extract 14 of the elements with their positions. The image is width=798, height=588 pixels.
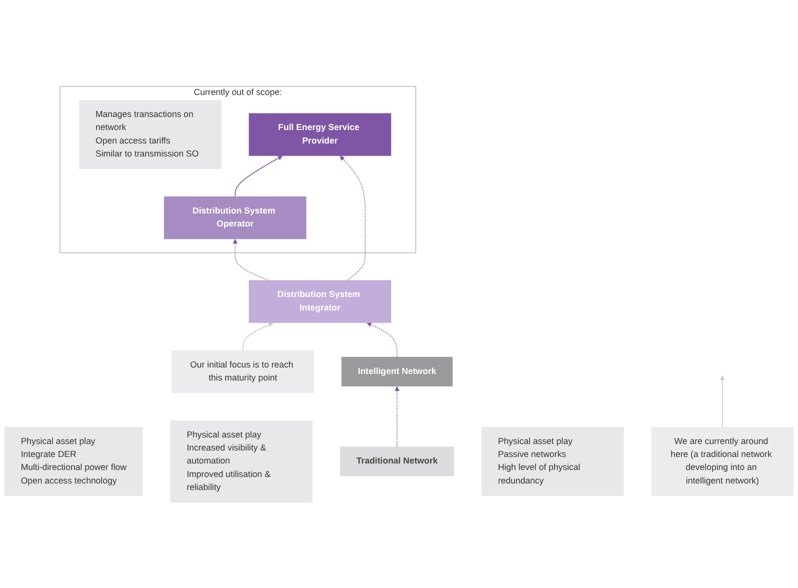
arrow (720, 375, 725, 427)
arrow (242, 322, 274, 350)
arrow (340, 155, 366, 280)
node-box: Full Energy Service Provider (248, 112, 392, 156)
arrow (366, 322, 398, 357)
node-box: Distribution System Operator (164, 196, 306, 239)
node-box: Distribution System Integrator (248, 280, 392, 322)
arrow (234, 155, 283, 196)
arrow (394, 386, 400, 447)
node-box: Traditional Network (340, 446, 454, 476)
node-box: Intelligent Network (341, 356, 453, 386)
node-box: We are currently around here (a traditional network developing into an intelligent network) (651, 426, 794, 496)
node-box: Our initial focus is to reach this maturity point (172, 350, 314, 393)
arrow (232, 238, 269, 280)
